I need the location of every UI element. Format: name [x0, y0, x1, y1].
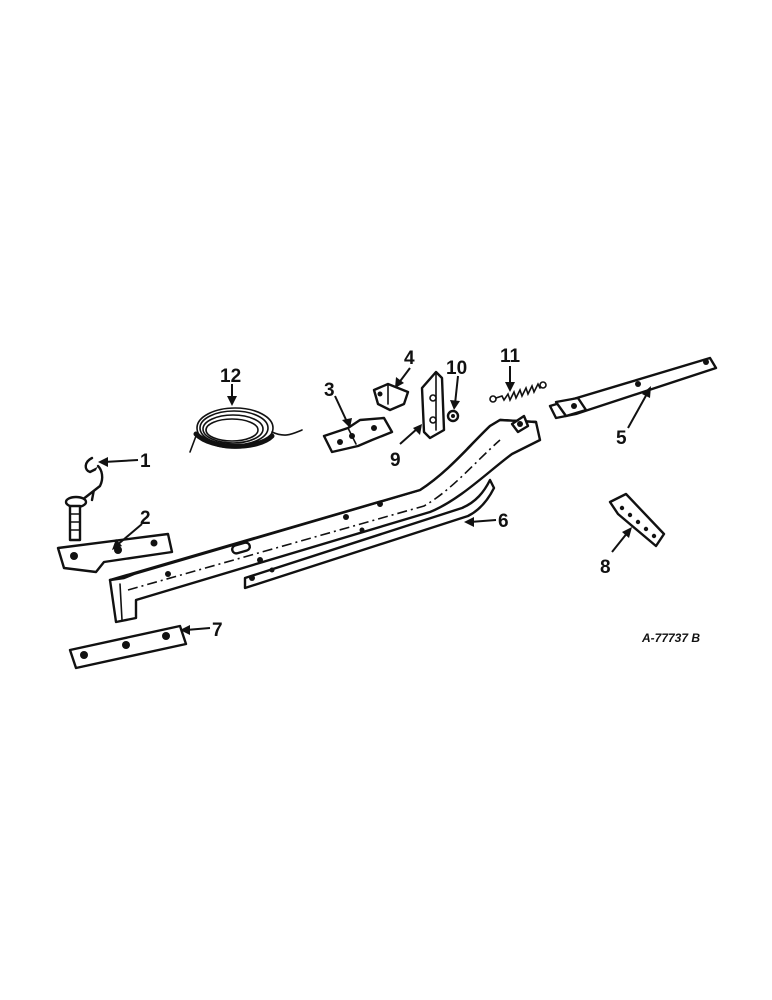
callout-3: 3	[324, 380, 335, 401]
part-11-spring	[489, 381, 547, 403]
callout-2: 2	[140, 508, 151, 529]
part-10-nut	[446, 409, 460, 423]
callout-5: 5	[616, 428, 627, 449]
part-12-wire-coil	[189, 407, 303, 453]
callout-7: 7	[212, 620, 223, 641]
callout-12: 12	[220, 366, 241, 387]
callout-6: 6	[498, 511, 509, 532]
leader-lines	[98, 366, 651, 635]
part-6-frame-rail	[108, 414, 542, 624]
reference-code: A-77737 B	[641, 631, 700, 645]
part-8-perforated-plate	[608, 492, 666, 548]
callout-1: 1	[140, 451, 151, 472]
callout-8: 8	[600, 557, 611, 578]
callout-4: 4	[404, 348, 415, 369]
part-5-flat-bar	[548, 356, 718, 420]
part-4-angle-clip	[372, 382, 410, 412]
callout-9: 9	[390, 450, 401, 471]
callout-11: 11	[500, 346, 521, 367]
part-1-hook-bolt	[64, 456, 104, 542]
part-7-strap-plate	[68, 624, 188, 670]
part-9-vertical-plate	[420, 370, 446, 440]
callout-10: 10	[446, 358, 467, 379]
part-3-bracket	[322, 416, 394, 454]
part-2-mounting-plate	[56, 532, 174, 574]
